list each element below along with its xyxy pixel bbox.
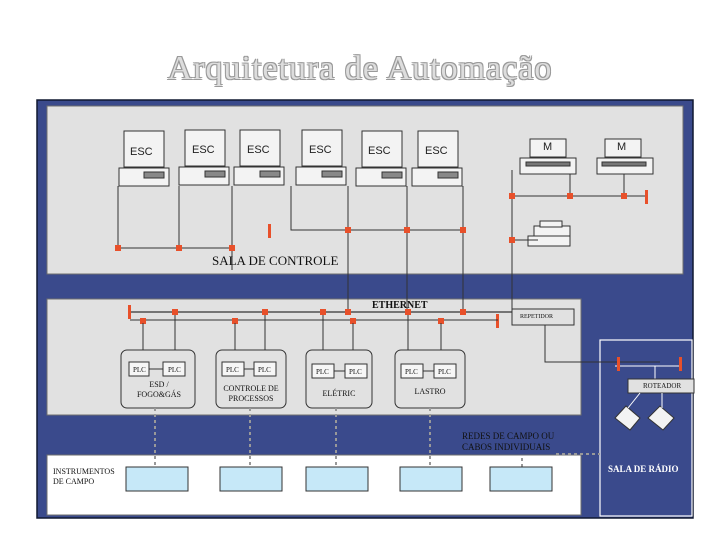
workstation-1 (118, 130, 170, 187)
router-box (627, 378, 695, 394)
workstation-6 (411, 130, 463, 187)
ethernet-end-right (496, 314, 499, 328)
plc-2a: PLC (226, 366, 239, 374)
network-nodes (115, 190, 648, 251)
plc-group-4-label: LASTRO (414, 387, 446, 396)
plc-group-2-label: CONTROLE DE PROCESSOS (223, 384, 279, 403)
monitor-label-2: M (617, 141, 627, 153)
workstation-3 (233, 129, 285, 186)
station-label-6: ESC (425, 145, 448, 157)
field-bus-label: REDES DE CAMPO OU CABOS INDIVIDUAIS (462, 431, 555, 452)
plc-4a: PLC (405, 368, 418, 376)
router-label: ROTEADOR (643, 382, 682, 390)
ethernet-label: ETHERNET (372, 300, 428, 311)
plc-2b: PLC (258, 366, 271, 374)
repeater-label: REPETIDOR (520, 314, 553, 320)
plc-3a: PLC (316, 368, 329, 376)
plc-3b: PLC (349, 368, 362, 376)
radio-room-panel (599, 339, 693, 517)
plc-4b: PLC (438, 368, 451, 376)
radio-links (627, 392, 663, 409)
workstation-2 (178, 129, 230, 186)
field-instruments-label: INSTRUMENTOS DE CAMPO (53, 467, 115, 486)
control-room-label: SALA DE CONTROLE (212, 253, 339, 268)
plc-1b: PLC (168, 366, 181, 374)
radio-room-label: SALA DE RÁDIO (608, 464, 679, 474)
ethernet-end-left (128, 305, 131, 319)
workstation-5 (355, 130, 407, 187)
station-label-2: ESC (192, 144, 215, 156)
radio-device-1 (614, 405, 641, 431)
station-label-3: ESC (247, 144, 270, 156)
workstation-4 (295, 129, 347, 186)
station-label-1: ESC (130, 146, 153, 158)
monitor-label-1: M (543, 141, 553, 153)
field-instrument-boxes (125, 466, 553, 492)
station-label-5: ESC (368, 145, 391, 157)
plc-1a: PLC (133, 366, 146, 374)
plc-group-3-box (305, 349, 373, 409)
radio-device-2 (647, 405, 675, 431)
plc-group-4-box (394, 349, 466, 409)
plc-links (149, 368, 434, 372)
ethernet-nodes (140, 309, 466, 324)
plc-group-1-label: ESD / FOGO&GÁS (136, 380, 181, 399)
monitor-station-2 (596, 138, 654, 175)
plc-group-3-label: ELÉTRIC (322, 389, 356, 398)
field-links (154, 408, 600, 467)
station-label-4: ESC (309, 144, 332, 156)
diagram-title: Arquitetura de Automação (167, 50, 553, 87)
monitor-station-1 (519, 138, 577, 175)
repeater-link (544, 325, 660, 363)
plc-drops (142, 315, 442, 350)
printer-icon (527, 220, 571, 247)
repeater-box (511, 308, 575, 326)
